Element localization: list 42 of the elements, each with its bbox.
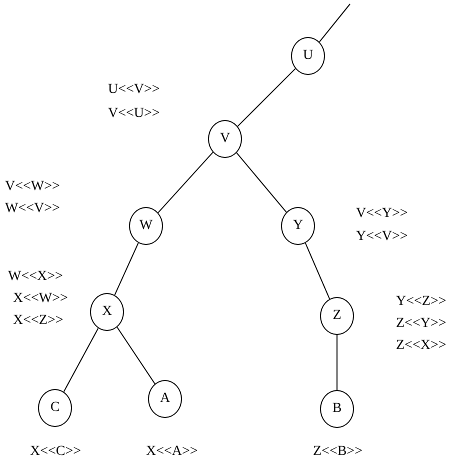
tree-edge <box>237 68 296 127</box>
note: V<<U>> <box>108 106 160 122</box>
note: X<<W>> <box>13 291 68 307</box>
tree-node-circle <box>320 297 354 335</box>
tree-edge <box>116 326 156 384</box>
note: W<<X>> <box>8 269 63 285</box>
tree-node-circle <box>281 207 315 245</box>
note: Z<<Y>> <box>396 316 446 332</box>
tree-node-circle <box>129 207 163 245</box>
tree-edge <box>336 334 338 390</box>
tree-node-circle <box>90 293 124 331</box>
tree-node-circle <box>208 120 242 158</box>
node-label: A <box>160 391 170 407</box>
node-label: C <box>50 400 60 416</box>
tree-edge <box>158 152 214 214</box>
note: X<<A>> <box>146 444 198 460</box>
node-label: Z <box>332 308 342 324</box>
note: Y<<Z>> <box>396 294 446 310</box>
tree-edge <box>304 242 330 300</box>
node-label: B <box>332 401 342 417</box>
node-label: U <box>302 48 314 64</box>
note: Z<<X>> <box>396 338 446 354</box>
note: U<<V>> <box>108 82 160 98</box>
note: Z<<B>> <box>313 444 362 460</box>
node-label: W <box>139 218 153 234</box>
tree-edge <box>236 152 287 213</box>
node-label: Y <box>292 218 304 234</box>
note: W<<V>> <box>5 201 60 217</box>
tree-node-circle <box>291 37 325 75</box>
node-label: X <box>102 304 112 320</box>
tree-edge <box>63 328 99 392</box>
tree-edge <box>318 4 350 42</box>
node-label: V <box>220 131 230 147</box>
note: V<<W>> <box>5 179 60 195</box>
note: Y<<V>> <box>356 229 408 245</box>
note: V<<Y>> <box>356 206 408 222</box>
tree-edge <box>114 242 139 296</box>
note: X<<Z>> <box>13 313 64 329</box>
tree-node-circle <box>320 390 354 428</box>
tree-node-circle <box>38 389 72 427</box>
tree-node-circle <box>148 380 182 418</box>
note: X<<C>> <box>30 444 82 460</box>
